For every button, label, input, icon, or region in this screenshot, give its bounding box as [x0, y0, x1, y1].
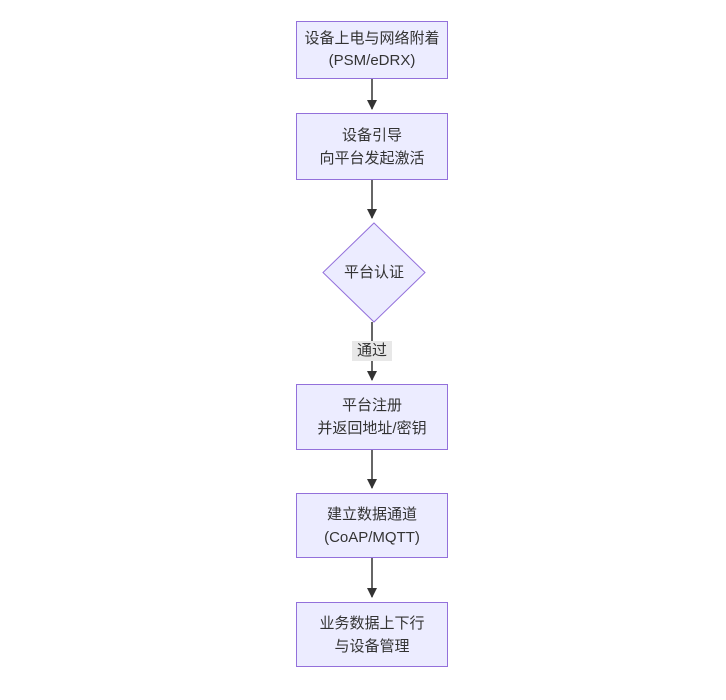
node-label-line: 设备引导 — [341, 126, 402, 144]
node-label-line: 设备上电与网络附着 — [304, 30, 440, 47]
node-label-line: 业务数据上下行 — [319, 614, 425, 632]
node-label-line: (PSM/eDRX) — [328, 52, 416, 69]
node-bootstrap-activate: 设备引导 向平台发起激活 — [296, 113, 448, 180]
node-platform-register: 平台注册 并返回地址/密钥 — [296, 384, 448, 450]
node-data-channel: 建立数据通道 (CoAP/MQTT) — [296, 493, 448, 558]
node-business-data: 业务数据上下行 与设备管理 — [296, 602, 448, 667]
node-label-line: 与设备管理 — [334, 637, 410, 655]
node-label-line: (CoAP/MQTT) — [324, 528, 420, 546]
node-label-line: 并返回地址/密钥 — [317, 420, 427, 437]
edge-label-pass: 通过 — [352, 341, 392, 361]
decision-platform-auth — [322, 222, 426, 323]
node-label-line: 平台注册 — [341, 397, 402, 414]
node-label-line: 建立数据通道 — [326, 505, 417, 523]
node-label-line: 向平台发起激活 — [319, 149, 425, 167]
decision-label: 平台认证 — [343, 264, 404, 281]
node-power-attach: 设备上电与网络附着 (PSM/eDRX) — [296, 21, 448, 79]
